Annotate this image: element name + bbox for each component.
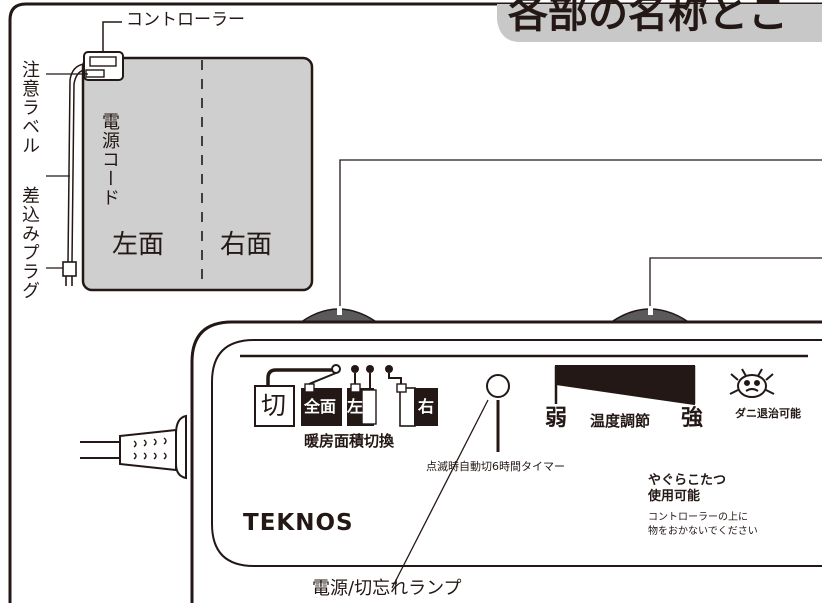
power-cord (67, 63, 85, 263)
mode-full-button: 全面 (304, 397, 337, 416)
mode-left-button: 左 (347, 397, 364, 416)
power-cord-label: 電源コード (99, 112, 120, 207)
mode-full-box (301, 388, 342, 426)
mite-label: ダニ退治可能 (735, 407, 801, 420)
carpet-body (81, 56, 314, 292)
mite-icon (729, 368, 775, 398)
plug-label: 差込みプラグ (19, 186, 40, 300)
kotatsu-label: やぐらこたつ (648, 473, 727, 488)
temperature-label: 温度調節 (590, 412, 651, 430)
lamp-timer-note: 点滅時自動切6時間タイマー (426, 460, 565, 473)
controller-label: コントローラー (126, 10, 245, 30)
right-side-label: 右面 (220, 230, 273, 260)
page-title: 各部の名称とこ (508, 0, 788, 37)
mini-caution-label (85, 69, 105, 78)
mode-off-box (254, 385, 295, 427)
area-switch-label: 暖房面積切換 (304, 432, 395, 450)
mode-right-box (414, 388, 438, 426)
cord-bushing (119, 428, 177, 472)
strong-label: 強 (681, 406, 704, 431)
usable-label: 使用可能 (648, 489, 701, 504)
mode-off-button: 切 (261, 391, 287, 420)
mini-plug (62, 261, 77, 277)
brand-logo: TEKNOS (243, 510, 354, 536)
left-side-label: 左面 (112, 230, 165, 260)
lamp-callout: 電源/切忘れランプ (312, 578, 462, 599)
title-banner (497, 4, 822, 42)
mode-right-button: 右 (418, 397, 435, 416)
notice-line-2: 物をおかないでください (648, 526, 758, 537)
caution-label: 注意ラベル (19, 60, 40, 155)
page-frame (8, 2, 822, 603)
notice-line-1: コントローラーの上に (648, 512, 748, 523)
power-lamp (486, 374, 510, 398)
weak-label: 弱 (545, 406, 568, 431)
